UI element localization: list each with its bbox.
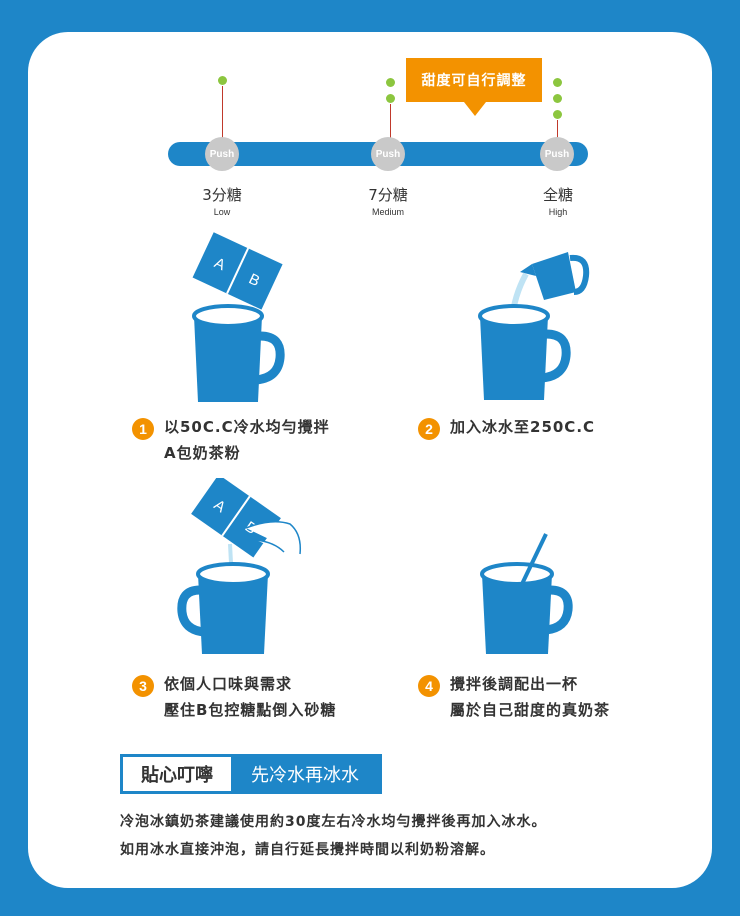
step3-line1: 依個人口味與需求 xyxy=(164,675,293,693)
sweetness-callout: 甜度可自行調整 xyxy=(406,58,542,102)
spoon-icon xyxy=(520,533,548,585)
step1-line2: A包奶茶粉 xyxy=(164,444,241,462)
step-number-2: 2 xyxy=(418,418,440,440)
callout-pointer xyxy=(464,102,486,116)
tip-title: 先冷水再冰水 xyxy=(231,757,379,791)
indicator-dot xyxy=(386,78,395,87)
step2-text: 加入冰水至250C.C xyxy=(450,414,595,440)
step1-illustration: A B xyxy=(192,232,285,402)
indicator-line xyxy=(557,120,558,144)
push-button-high: Push xyxy=(540,137,574,171)
indicator-dot xyxy=(553,78,562,87)
indicator-dot xyxy=(553,94,562,103)
hand-icon xyxy=(245,521,302,555)
level-sub-low: Low xyxy=(213,207,231,217)
step4-line1: 攪拌後調配出一杯 xyxy=(450,675,579,693)
mug-icon xyxy=(177,562,270,654)
instruction-card xyxy=(28,32,712,888)
tip-note-line1: 冷泡冰鎮奶茶建議使用約30度左右冷水均勻攪拌後再加入冰水。 xyxy=(120,814,547,830)
tip-label: 貼心叮嚀 xyxy=(123,757,231,791)
step-number-4: 4 xyxy=(418,675,440,697)
step4-illustration xyxy=(480,533,573,654)
step4-line2: 屬於自己甜度的真奶茶 xyxy=(450,701,611,719)
step3-illustration: A B xyxy=(177,478,302,654)
indicator-line xyxy=(222,86,223,144)
step2-illustration xyxy=(478,252,590,400)
step-number-1: 1 xyxy=(132,418,154,440)
pitcher-icon xyxy=(520,252,590,300)
step1-text: 以50C.C冷水均勻攪拌 A包奶茶粉 xyxy=(164,414,330,466)
level-sub-medium: Medium xyxy=(371,207,404,217)
tip-note: 冷泡冰鎮奶茶建議使用約30度左右冷水均勻攪拌後再加入冰水。 如用冰水直接沖泡，請… xyxy=(120,808,660,864)
mug-icon xyxy=(480,562,573,654)
step2-line1: 加入冰水至250C.C xyxy=(450,418,596,436)
level-label-medium: 7分糖 xyxy=(368,186,408,204)
indicator-dot xyxy=(553,110,562,119)
level-label-low: 3分糖 xyxy=(202,186,242,204)
tip-header: 貼心叮嚀 先冷水再冰水 xyxy=(120,754,382,794)
ab-packet-icon: A B xyxy=(191,478,281,558)
step-number-3: 3 xyxy=(132,675,154,697)
step3-text: 依個人口味與需求 壓住B包控糖點倒入砂糖 xyxy=(164,671,336,723)
step1-line1: 以50C.C冷水均勻攪拌 xyxy=(164,418,330,436)
tip-note-line2: 如用冰水直接沖泡，請自行延長攪拌時間以利奶粉溶解。 xyxy=(120,842,495,858)
indicator-dot xyxy=(218,76,227,85)
level-sub-high: High xyxy=(548,207,568,217)
step3-line2: 壓住B包控糖點倒入砂糖 xyxy=(164,701,337,719)
level-label-high: 全糖 xyxy=(542,186,573,204)
mug-icon xyxy=(478,304,571,400)
indicator-line xyxy=(390,104,391,144)
step4-text: 攪拌後調配出一杯 屬於自己甜度的真奶茶 xyxy=(450,671,610,723)
push-button-medium: Push xyxy=(371,137,405,171)
indicator-dot xyxy=(386,94,395,103)
push-button-low: Push xyxy=(205,137,239,171)
mug-icon xyxy=(192,304,285,402)
ab-packet-icon: A B xyxy=(192,232,283,310)
